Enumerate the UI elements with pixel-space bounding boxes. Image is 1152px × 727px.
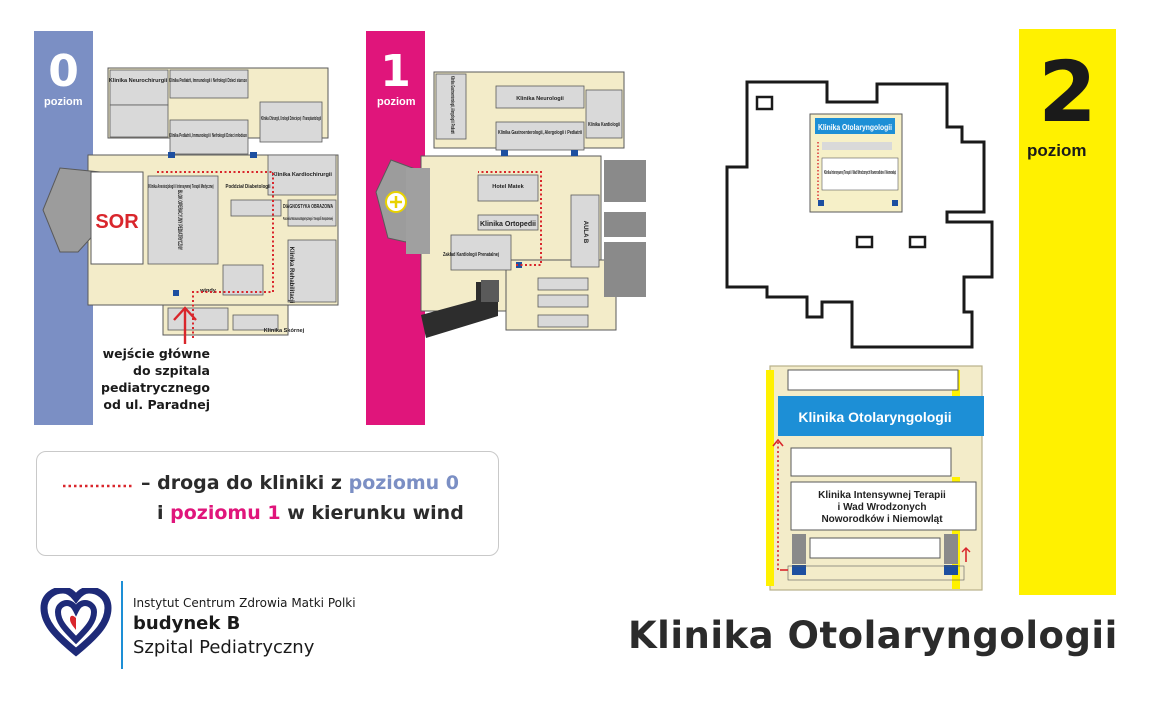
legend-line-1-text: – droga do kliniki z: [141, 472, 342, 494]
label-kardiologii: Klinika Kardiologii: [588, 122, 620, 128]
label-kardiochirurgii: Klinika Kardiochirurgii: [272, 172, 332, 178]
level-2-number: 2: [1038, 43, 1097, 141]
label-aula: AULA B: [582, 221, 588, 244]
level-1-label: poziom: [377, 96, 416, 108]
label-zaklad: Zakład Kardiologii Prenatalnej: [443, 252, 499, 258]
floor-plan-level-0: SOR Klinika Neurochirurgii Klinika Pedia…: [42, 67, 339, 338]
label-rezonans: Pracownia Rezonansu Magnetycznego i Tomo…: [283, 216, 333, 221]
label-neurologii: Klinika Neurologii: [516, 96, 564, 102]
label-gastro-center: Klinika Gastroenterologii, Alergologii i…: [498, 130, 582, 136]
detail-intensywnej-line-3: Noworodków i Niemowląt: [821, 514, 943, 525]
entrance-line-4: od ul. Paradnej: [103, 397, 210, 412]
page-title: Klinika Otolaryngologii: [628, 614, 1118, 657]
entrance-line-1: wejście główne: [102, 346, 210, 361]
map2-otolaryngologii-label: Klinika Otolaryngologii: [818, 122, 892, 132]
label-neurochirurgii: Klinika Neurochirurgii: [109, 78, 168, 84]
label-pediatrii-starsza: Klinika Pediatrii, Immunologii i Nefrolo…: [169, 78, 247, 84]
detail-otolaryngologii-label: Klinika Otolaryngologii: [798, 409, 951, 425]
entrance-line-3: pediatrycznego: [101, 380, 210, 395]
level-2-strip: [1019, 29, 1116, 595]
label-gastro-left: Klinika Gastroenterologii, Alergologii i…: [449, 76, 455, 134]
entrance-line-2: do szpitala: [133, 363, 210, 378]
map2-intensywnej-label: Klinika Intensywnej Terapii i Wad Wrodzo…: [824, 170, 896, 176]
heart-logo-icon: [40, 588, 112, 657]
logo-divider: [121, 581, 123, 669]
route-legend-line: [63, 484, 133, 488]
label-diabetologii: Poddział Diabetologii: [226, 184, 271, 190]
legend-line-1: – droga do kliniki z poziomu 0: [141, 472, 459, 494]
route-level-0: [156, 171, 274, 338]
hospital-name: Szpital Pediatryczny: [133, 637, 315, 658]
label-chirurgii: Klinika Chirurgii, Urologii Dziecięcej i…: [261, 116, 321, 122]
legend-box: – droga do kliniki z poziomu 0 i poziomu…: [36, 451, 499, 556]
label-rehabilitacji: Klinika Rehabilitacji: [288, 247, 294, 304]
level-0-number: 0: [48, 46, 79, 97]
detail-plan-level-2: Klinika Otolaryngologii Klinika Intensyw…: [766, 365, 984, 591]
floor-plan-level-2: Klinika Otolaryngologii Klinika Intensyw…: [725, 80, 994, 349]
sor-label: SOR: [95, 211, 139, 233]
label-anestezjologii: Klinika Anestezjologii i Intensywnej Ter…: [149, 184, 214, 190]
label-diagnostyka: DIAGNOSTYKA OBRAZOWA: [283, 204, 333, 210]
level-0-label: poziom: [44, 96, 83, 108]
label-skory: Klinika Skórnej: [264, 328, 305, 334]
legend-line-2-text: w kierunku wind: [287, 502, 464, 524]
building-name: budynek B: [133, 613, 241, 634]
label-blok: BLOK OPERACYJNY PEDIATRYCZNY: [176, 190, 182, 250]
institution-name: Instytut Centrum Zdrowia Matki Polki: [133, 596, 356, 610]
entrance-arrow-icon: [173, 306, 197, 344]
label-ortopedii: Klinika Ortopedii: [480, 221, 536, 228]
label-pediatrii-mlodsza: Klinika Pediatrii, Immunologii i Nefrolo…: [169, 133, 247, 139]
route-level-1: [478, 171, 542, 266]
level-2-label: poziom: [1027, 141, 1087, 160]
detail-intensywnej-line-1: Klinika Intensywnej Terapii: [818, 490, 946, 501]
label-windy-0: windy: [199, 288, 217, 294]
detail-intensywnej-line-2: i Wad Wrodzonych: [838, 502, 927, 513]
legend-level-0: poziomu 0: [348, 472, 460, 494]
legend-line-2: i poziomu 1 w kierunku wind: [157, 502, 464, 524]
floor-plan-level-1: Klinika Neurologii Klinika Kardiologii K…: [375, 71, 646, 338]
legend-line-2-prefix: i: [157, 502, 164, 524]
legend-level-1: poziomu 1: [170, 502, 281, 524]
level-1-number: 1: [380, 46, 411, 97]
label-hotel: Hotel Matek: [492, 184, 524, 190]
entrance-caption: wejście główne do szpitala pediatryczneg…: [90, 345, 210, 413]
